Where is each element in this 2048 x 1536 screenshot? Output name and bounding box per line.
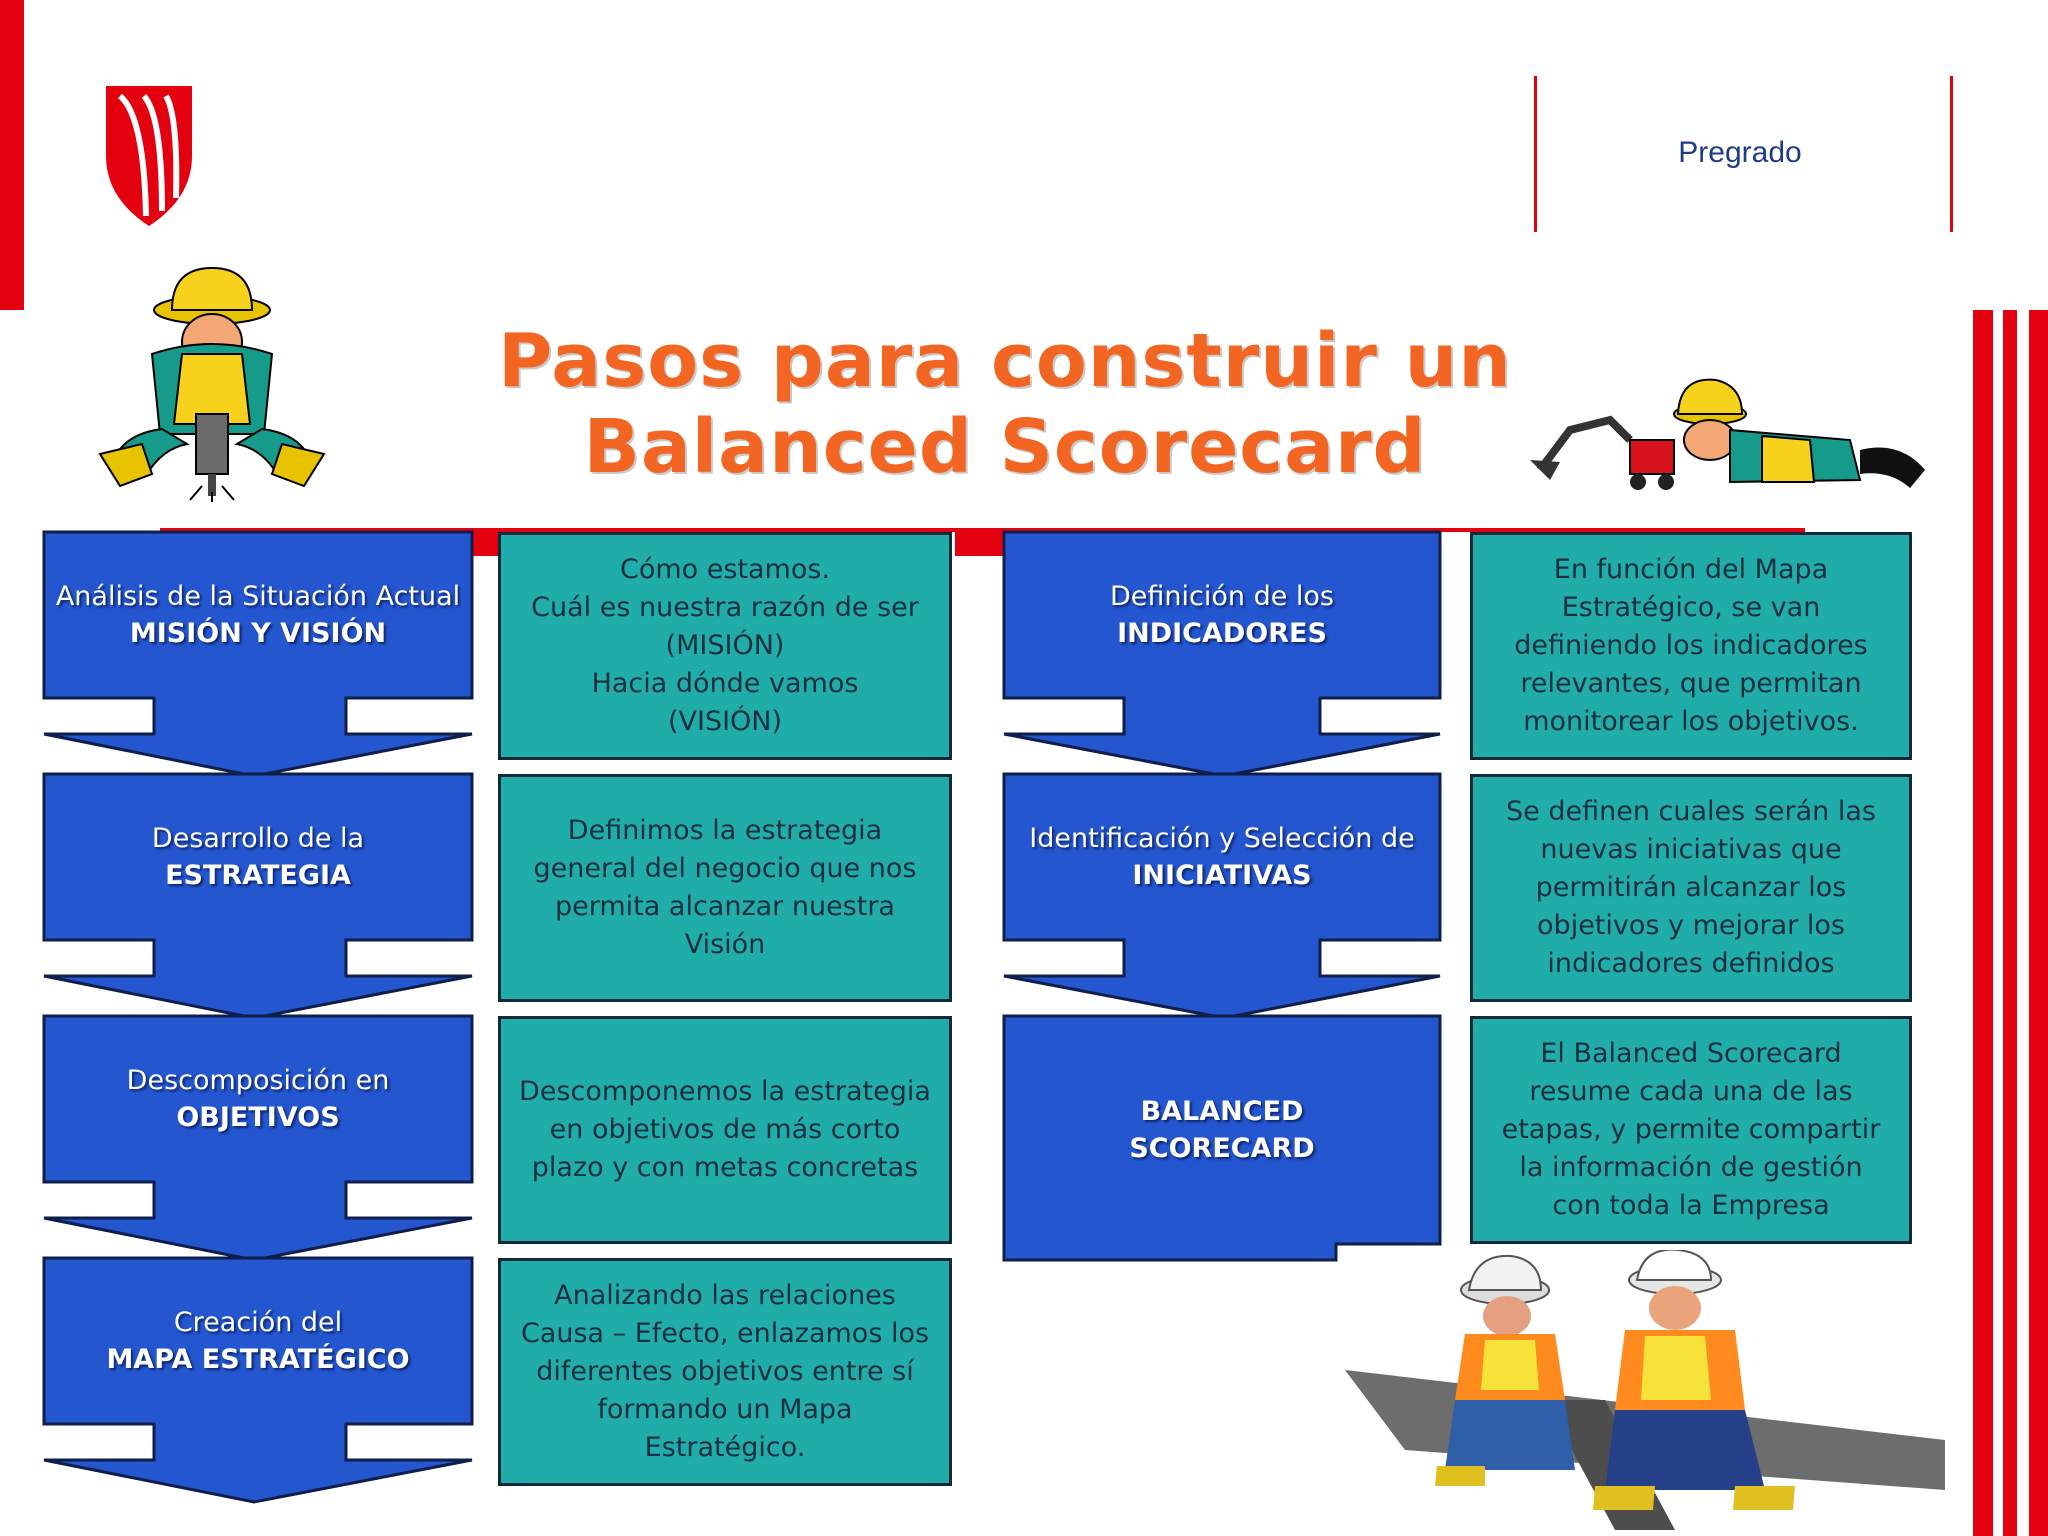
step-line2: MISIÓN Y VISIÓN [129,618,387,649]
university-logo [104,86,194,226]
step-line2: OBJETIVOS [176,1102,340,1133]
step-line1: Análisis de la Situación Actual [55,581,461,612]
step-description: Cómo estamos. Cuál es nuestra razón de s… [498,532,952,760]
step-arrow-shape [42,1014,474,1262]
step-balanced-scorecard: BALANCED SCORECARD [1002,1014,1442,1262]
worker-jackhammer-illustration [92,264,332,504]
step-line1: Definición de los [1109,581,1334,612]
step-line2: ESTRATEGIA [165,860,351,891]
header-divider-right [1950,76,1953,232]
step-objetivos: Descomposición en OBJETIVOS [42,1014,474,1262]
step-label: Descomposición en OBJETIVOS [44,1016,472,1182]
step-label: Desarrollo de la ESTRATEGIA [44,774,472,940]
worker-excavator-illustration [1530,370,1930,510]
step-label: BALANCED SCORECARD [1004,1016,1440,1244]
step-line2: INDICADORES [1117,618,1327,649]
step-line2: INICIATIVAS [1132,860,1312,891]
left-red-bar [0,0,24,310]
step-line2: SCORECARD [1129,1133,1315,1164]
step-line1: Desarrollo de la [151,823,365,854]
step-line1: Creación del [173,1307,343,1338]
step-description: Analizando las relaciones Causa – Efecto… [498,1258,952,1486]
underline-block-left [470,528,498,556]
step-line2: MAPA ESTRATÉGICO [106,1344,410,1375]
right-red-stripe-3 [2029,310,2048,1536]
step-description: El Balanced Scorecard resume cada una de… [1470,1016,1912,1244]
step-arrow-shape [42,1256,474,1504]
page-title: Pasos para construir un Balanced Scoreca… [498,318,1512,490]
underline-block-right [955,528,1003,556]
step-arrow-shape [1002,530,1442,778]
right-red-stripe-1 [1973,310,1993,1536]
header-divider-left [1534,76,1537,232]
step-line1: Descomposición en [126,1065,390,1096]
step-description: Descomponemos la estrategia en objetivos… [498,1016,952,1244]
step-arrow-shape [1002,772,1442,1020]
step-description: Definimos la estrategia general del nego… [498,774,952,1002]
step-box-shape [1002,1014,1442,1262]
step-line1: BALANCED [1140,1096,1304,1127]
step-description: Se definen cuales serán las nuevas inici… [1470,774,1912,1002]
right-red-stripe-2 [2003,310,2017,1536]
step-estrategia: Desarrollo de la ESTRATEGIA [42,772,474,1020]
workers-sitting-illustration [1345,1248,1945,1530]
header-label: Pregrado [1678,136,1802,169]
step-description: En función del Mapa Estratégico, se van … [1470,532,1912,760]
step-iniciativas: Identificación y Selección de INICIATIVAS [1002,772,1442,1020]
step-arrow-shape [42,530,474,778]
step-label: Identificación y Selección de INICIATIVAS [1004,774,1440,940]
step-arrow-shape [42,772,474,1020]
step-line1: Identificación y Selección de [1029,823,1415,854]
